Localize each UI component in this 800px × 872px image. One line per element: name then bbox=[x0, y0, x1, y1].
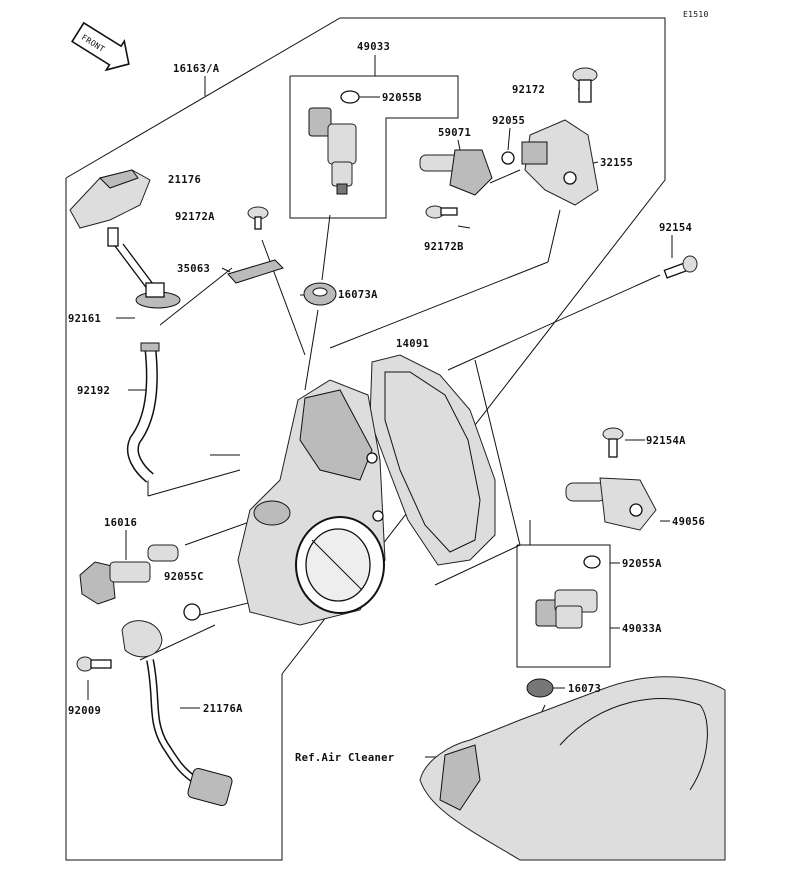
callout-92172a: 92172A bbox=[175, 211, 215, 223]
callout-49056: 49056 bbox=[672, 516, 705, 528]
sensor-59071 bbox=[419, 149, 493, 196]
bracket-35063 bbox=[227, 259, 284, 284]
callout-49033: 49033 bbox=[357, 41, 390, 53]
bracket-32155 bbox=[521, 119, 599, 206]
bracket-49056 bbox=[565, 477, 657, 531]
bolt-92009 bbox=[76, 656, 112, 672]
callout-92055b: 92055B bbox=[382, 92, 422, 104]
bolt-92154a bbox=[602, 427, 624, 458]
front-arrow-icon: FRONT bbox=[71, 21, 130, 72]
sensor-21176a bbox=[121, 620, 233, 807]
sensor-16016 bbox=[79, 544, 179, 605]
callout-92172: 92172 bbox=[512, 84, 545, 96]
bolt-92154 bbox=[663, 255, 698, 279]
callout-92055a: 92055A bbox=[622, 558, 662, 570]
callout-92009: 92009 bbox=[68, 705, 101, 717]
callout-92172b: 92172B bbox=[424, 241, 464, 253]
callout-14091: 14091 bbox=[396, 338, 429, 350]
callout-21176a: 21176A bbox=[203, 703, 243, 715]
callout-92154: 92154 bbox=[659, 222, 692, 234]
oring-92055a bbox=[583, 555, 601, 569]
cover-14091 bbox=[369, 354, 496, 566]
callout-92161: 92161 bbox=[68, 313, 101, 325]
callout-35063: 35063 bbox=[177, 263, 210, 275]
callout-16163a: 16163/A bbox=[173, 63, 220, 75]
screw-92172a bbox=[247, 206, 269, 230]
callout-92192: 92192 bbox=[77, 385, 110, 397]
group-box-49033a bbox=[516, 544, 611, 668]
oring-92055 bbox=[501, 151, 515, 165]
air-cleaner-ref bbox=[419, 676, 726, 861]
throttle-sensor-21176 bbox=[69, 169, 151, 247]
callout-16073a: 16073A bbox=[338, 289, 378, 301]
group-box-49033 bbox=[289, 75, 459, 219]
callout-92055c: 92055C bbox=[164, 571, 204, 583]
callout-92055: 92055 bbox=[492, 115, 525, 127]
callout-16073: 16073 bbox=[568, 683, 601, 695]
callout-49033a: 49033A bbox=[622, 623, 662, 635]
callout-92154a: 92154A bbox=[646, 435, 686, 447]
callout-59071: 59071 bbox=[438, 127, 471, 139]
oring-92055c bbox=[183, 603, 201, 621]
bolt-92172 bbox=[572, 67, 598, 103]
injector-49033 bbox=[308, 90, 360, 195]
throttle-body bbox=[237, 379, 386, 626]
callout-32155: 32155 bbox=[600, 157, 633, 169]
screw-92172b bbox=[425, 205, 458, 219]
seal-16073 bbox=[526, 678, 554, 698]
callout-16016: 16016 bbox=[104, 517, 137, 529]
callout-21176: 21176 bbox=[168, 174, 201, 186]
diagram-code: E1510 bbox=[683, 10, 709, 19]
ref-air-cleaner-label: Ref.Air Cleaner bbox=[295, 752, 394, 764]
injector-49033a bbox=[535, 589, 598, 629]
shaft-92161 bbox=[114, 243, 181, 309]
